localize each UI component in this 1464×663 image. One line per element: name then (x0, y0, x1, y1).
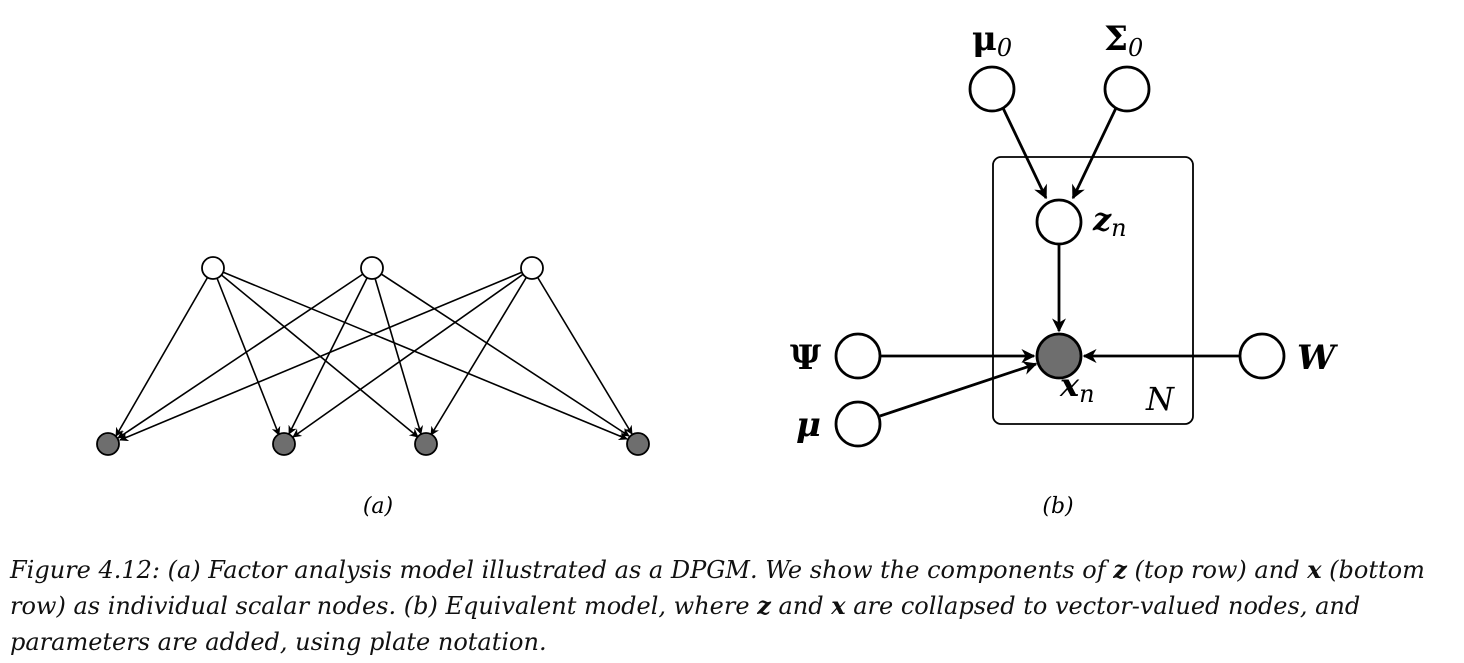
edge-z2-x1 (117, 267, 373, 439)
latent-nodes-a (201, 256, 544, 280)
caption-mid3: and (778, 592, 824, 620)
edge-z2-x3 (371, 267, 424, 435)
caption-z-symbol-2: z (757, 591, 771, 620)
edge-z2-x2 (288, 267, 373, 435)
label-w: W (1297, 338, 1338, 378)
edge-z1-x3 (212, 267, 419, 438)
edges-a (115, 267, 633, 442)
caption-mid2: (bottom row) as individual scalar nodes.… (10, 556, 1425, 620)
panel-a-label: (a) (363, 494, 393, 519)
label-sigma0: Σ0 (1104, 19, 1143, 62)
edge-z3-x2 (292, 267, 533, 438)
node-mu0 (968, 65, 1016, 113)
node-psi (834, 332, 882, 380)
observed-nodes-a (96, 432, 650, 456)
node-xn (1035, 332, 1083, 380)
observed-node-x2 (272, 432, 296, 456)
plate-label: N (1145, 380, 1175, 418)
figure-caption: Figure 4.12: (a) Factor analysis model i… (10, 552, 1455, 660)
latent-node-z2 (360, 256, 384, 280)
edge-z3-x1 (119, 267, 533, 442)
label-mu: μ (796, 405, 821, 445)
panel-b-label: (b) (1042, 494, 1073, 519)
edge-z1-x4 (212, 267, 628, 441)
label-mu0: μ0 (972, 19, 1012, 62)
edge-z2-x4 (371, 267, 630, 437)
caption-x-symbol: x (1307, 555, 1322, 584)
observed-node-x4 (626, 432, 650, 456)
label-zn: zn (1092, 200, 1127, 242)
panel-b: μ0 Σ0 zn xn Ψ μ W N (b) (790, 19, 1338, 519)
caption-z-symbol: z (1113, 555, 1127, 584)
latent-node-z3 (520, 256, 544, 280)
caption-x-symbol-2: x (831, 591, 846, 620)
node-mu (834, 400, 882, 448)
edge-mu0-zn (1001, 107, 1048, 200)
caption-suffix: are collapsed to vector-valued nodes, an… (10, 592, 1361, 656)
caption-mid1: (top row) and (1134, 556, 1300, 584)
figure-canvas: (a) μ0 Σ0 zn (96, 19, 1338, 519)
edges-b (879, 107, 1240, 418)
edge-z1-x1 (115, 267, 214, 437)
edge-z3-x4 (531, 267, 633, 435)
edge-mu-xn (879, 361, 1038, 418)
observed-node-x3 (414, 432, 438, 456)
nodes-b (834, 65, 1286, 448)
label-psi: Ψ (790, 338, 821, 378)
latent-node-z1 (201, 256, 225, 280)
panel-a: (a) (96, 256, 650, 519)
edge-z3-x3 (430, 267, 533, 436)
edge-sigma0-zn (1071, 107, 1118, 200)
node-zn (1035, 198, 1083, 246)
node-w (1238, 332, 1286, 380)
label-xn: xn (1059, 366, 1095, 408)
observed-node-x1 (96, 432, 120, 456)
node-sigma0 (1103, 65, 1151, 113)
caption-prefix: Figure 4.12: (a) Factor analysis model i… (10, 556, 1106, 584)
